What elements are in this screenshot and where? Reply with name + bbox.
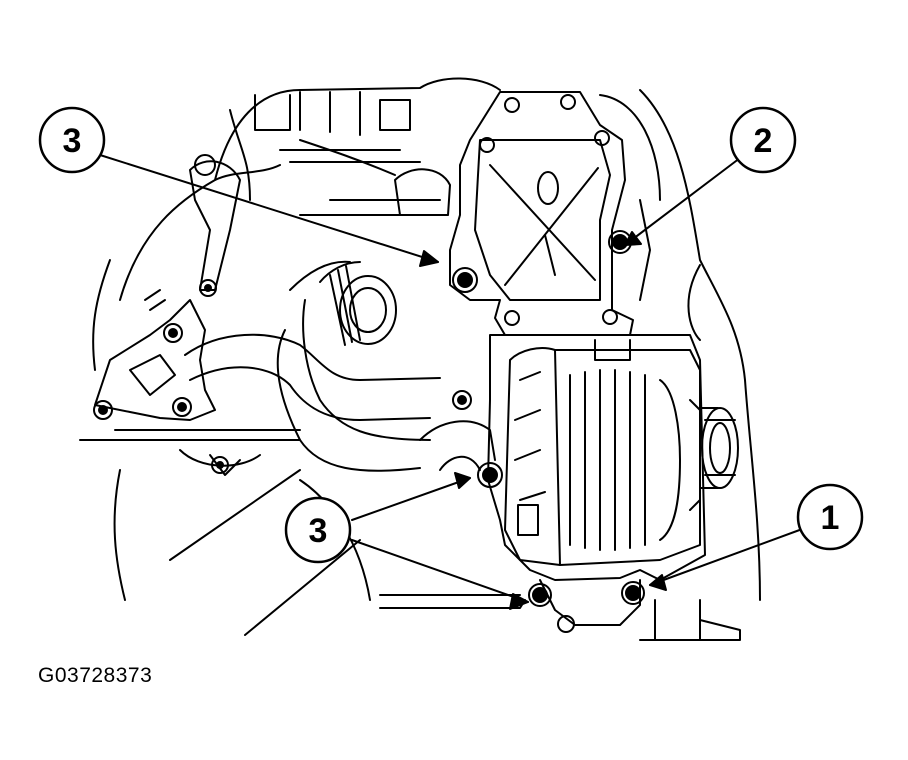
callout-label: 3 (63, 122, 82, 160)
leader-lines (99, 154, 806, 610)
arrowhead-3-bottom-b (509, 593, 529, 610)
leader-3-top (99, 154, 439, 263)
engine-background (79, 77, 761, 641)
callout-circle (796, 483, 864, 551)
callout-2: 2 (729, 106, 797, 174)
callout-label: 1 (821, 499, 840, 537)
arrowhead-3-top (419, 250, 439, 267)
left-bracket (93, 154, 241, 474)
leader-2 (624, 157, 741, 246)
callout-label: 2 (754, 122, 773, 160)
leader-3-bottom-b (351, 539, 529, 603)
callout-circle (729, 106, 797, 174)
generator (452, 334, 739, 633)
arrowhead-1 (649, 574, 667, 591)
leader-1 (649, 527, 806, 586)
arrowhead-3-bottom-a (454, 472, 471, 489)
leader-3-bottom-a (351, 477, 471, 521)
callout-circle (38, 106, 106, 174)
callout-label: 3 (309, 512, 328, 550)
callout-3-top: 3 (38, 106, 106, 174)
callout-circle (284, 496, 352, 564)
coolant-hoses (184, 260, 496, 472)
callout-3-bottom: 3 (284, 496, 352, 564)
mounting-bracket (449, 91, 634, 336)
arrowhead-2 (624, 231, 642, 246)
callout-1: 1 (796, 483, 864, 551)
figure-code: G03728373 (38, 664, 153, 687)
